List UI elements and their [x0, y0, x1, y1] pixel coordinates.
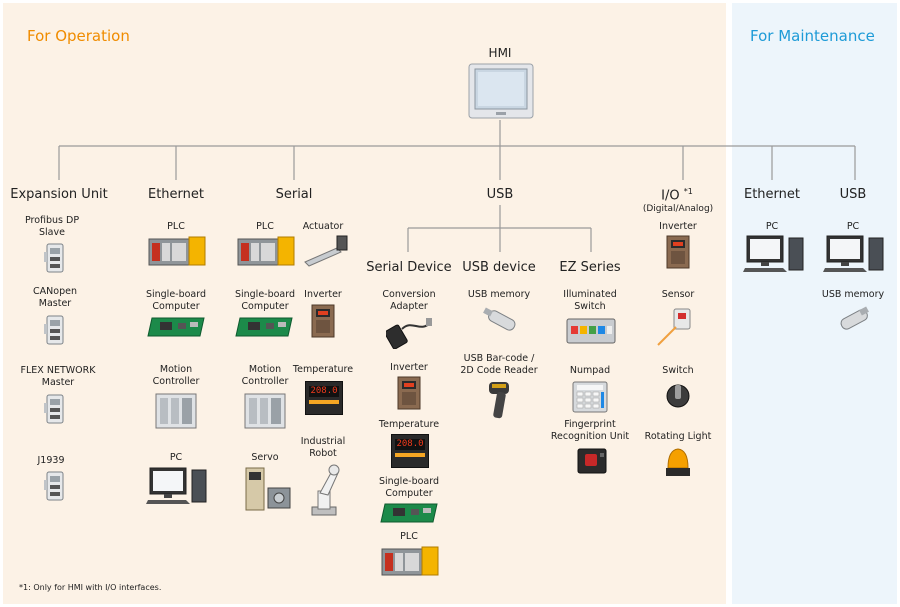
eth-plc-label: PLC [167, 221, 185, 232]
switch-icon [666, 384, 690, 408]
j1939-label: J1939 [37, 455, 65, 466]
maint-usb-pc-label: PC [846, 221, 860, 232]
sd-inverter-label: Inverter [390, 362, 428, 373]
serial-device-header: Serial Device [366, 260, 452, 275]
single-board-computer-icon [147, 317, 205, 337]
fingerprint-unit-icon [577, 448, 607, 474]
usb-memory-icon [840, 306, 869, 330]
operation-section-title: For Operation [27, 27, 130, 45]
serial-header: Serial [275, 187, 313, 202]
single-board-computer-icon [235, 317, 293, 337]
maintenance-panel [732, 3, 897, 604]
ez-series-header: EZ Series [559, 260, 621, 275]
inverter-icon [666, 235, 690, 269]
expansion-module-icon [44, 394, 64, 424]
servo-icon [245, 467, 291, 511]
expansion-module-icon [44, 243, 64, 273]
expansion-unit-header: Expansion Unit [10, 187, 108, 202]
ser-plc-label: PLC [256, 221, 274, 232]
conversion-adapter-icon [386, 318, 432, 349]
ser-inverter-label: Inverter [304, 289, 342, 300]
rotating-light-icon [666, 448, 690, 476]
usb-memory-icon [483, 307, 516, 331]
ser-temperature-label: Temperature [292, 364, 354, 375]
pc-icon [743, 235, 804, 272]
numpad-icon [572, 381, 608, 413]
pc-icon [146, 467, 207, 504]
hmi-icon [468, 63, 534, 119]
io-inverter-label: Inverter [659, 221, 697, 232]
barcode-reader-icon [489, 382, 509, 419]
expansion-module-icon [44, 315, 64, 345]
single-board-computer-icon [380, 503, 438, 523]
temperature-controller-icon: 208.0 [305, 381, 343, 415]
numpad-label: Numpad [569, 365, 611, 376]
expansion-module-icon [44, 471, 64, 501]
footnote: *1: Only for HMI with I/O interfaces. [19, 583, 162, 592]
hmi-label: HMI [488, 46, 512, 60]
motion-controller-icon [155, 393, 197, 429]
operation-panel [3, 3, 726, 604]
illuminated-switch-icon [566, 318, 616, 344]
inverter-icon [397, 376, 421, 410]
maint-usb-header: USB [839, 187, 867, 202]
maint-ethernet-header: Ethernet [744, 187, 800, 202]
pc-icon [823, 235, 884, 272]
temperature-controller-icon: 208.0 [391, 434, 429, 468]
inverter-icon [311, 304, 335, 338]
maint-usb-memory-label: USB memory [821, 289, 885, 300]
plc-icon [381, 546, 439, 576]
plc-icon [148, 236, 206, 266]
sensor-label: Sensor [661, 289, 695, 300]
sd-temperature-label: Temperature [378, 419, 440, 430]
io-switch-label: Switch [662, 365, 694, 376]
ethernet-header: Ethernet [148, 187, 204, 202]
maintenance-section-title: For Maintenance [750, 27, 875, 45]
barcode-reader-label: USB Bar-code /2D Code Reader [460, 353, 538, 376]
sensor-icon [657, 308, 691, 346]
actuator-label: Actuator [302, 221, 344, 232]
usb-header: USB [486, 187, 514, 202]
usb-device-header: USB device [462, 260, 536, 275]
servo-label: Servo [251, 452, 279, 463]
industrial-robot-icon [311, 464, 340, 516]
io-header: I/O *1 [661, 187, 693, 204]
sd-plc-label: PLC [400, 531, 418, 542]
plc-icon [237, 236, 295, 266]
motion-controller-icon [244, 393, 286, 429]
eth-pc-label: PC [169, 452, 183, 463]
io-subheader: (Digital/Analog) [642, 204, 714, 214]
maint-eth-pc-label: PC [765, 221, 779, 232]
usb-memory-label: USB memory [467, 289, 531, 300]
actuator-icon [304, 235, 348, 267]
rotating-light-label: Rotating Light [644, 431, 712, 442]
